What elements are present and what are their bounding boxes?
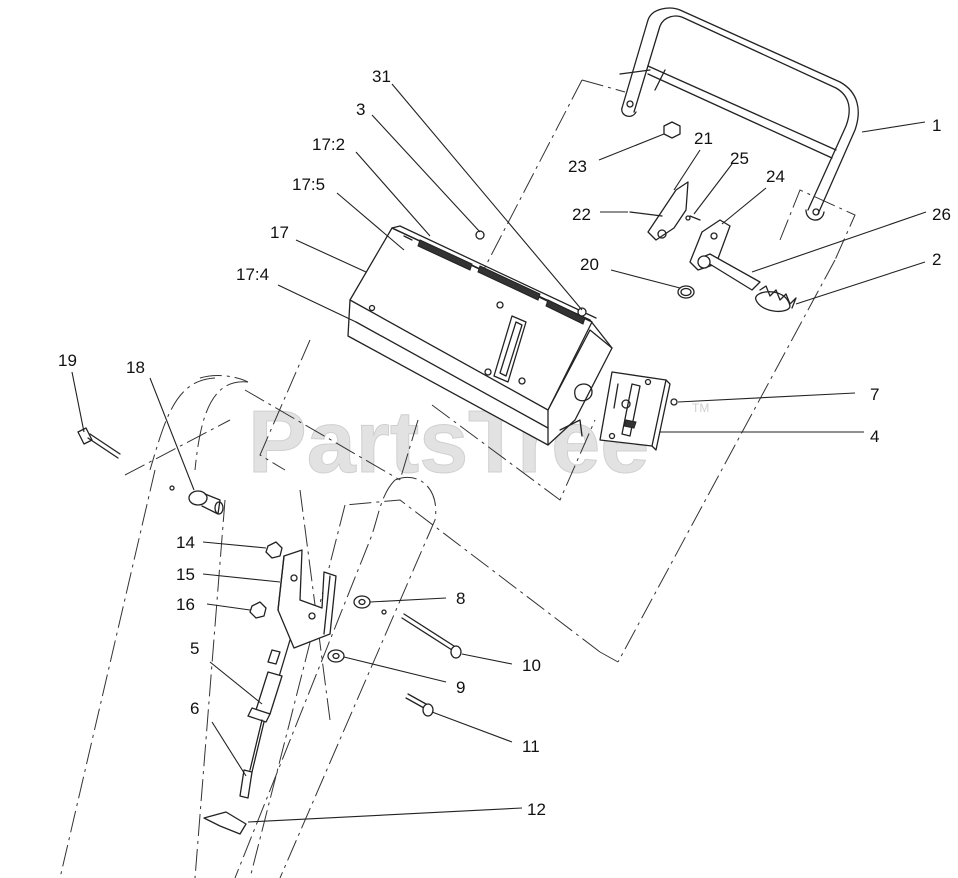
callout-17-5: 17:5 bbox=[292, 175, 325, 194]
callout-15: 15 bbox=[176, 565, 195, 584]
fasteners bbox=[327, 595, 462, 717]
callout-19: 19 bbox=[58, 351, 77, 370]
control-box bbox=[347, 225, 613, 446]
callout-10: 10 bbox=[522, 656, 541, 675]
callout-24: 24 bbox=[766, 167, 785, 186]
index-plate bbox=[599, 371, 671, 451]
leader-lines bbox=[71, 83, 927, 823]
callout-16: 16 bbox=[176, 595, 195, 614]
watermark-trademark: TM bbox=[692, 401, 709, 415]
callout-8: 8 bbox=[456, 589, 465, 608]
latch-mechanism bbox=[629, 121, 797, 312]
callout-21: 21 bbox=[694, 129, 713, 148]
callout-20: 20 bbox=[580, 255, 599, 274]
callout-3: 3 bbox=[356, 100, 365, 119]
callout-26: 26 bbox=[932, 205, 951, 224]
callout-17: 17 bbox=[270, 223, 289, 242]
bracket-15 bbox=[249, 541, 337, 649]
callout-6: 6 bbox=[190, 699, 199, 718]
screw-7 bbox=[670, 398, 678, 406]
cable-assembly bbox=[239, 639, 291, 799]
callout-23: 23 bbox=[568, 157, 587, 176]
callout-1: 1 bbox=[932, 116, 941, 135]
callout-14: 14 bbox=[176, 533, 195, 552]
callout-17-4: 17:4 bbox=[236, 265, 269, 284]
callout-17-2: 17:2 bbox=[312, 135, 345, 154]
callout-22: 22 bbox=[572, 205, 591, 224]
watermark-text: PartsTree bbox=[248, 392, 649, 491]
upper-handle bbox=[619, 7, 859, 221]
callout-7: 7 bbox=[870, 385, 879, 404]
callout-2: 2 bbox=[932, 250, 941, 269]
cable-clip bbox=[203, 811, 247, 835]
phantom-lines bbox=[59, 79, 856, 878]
callout-12: 12 bbox=[527, 800, 546, 819]
pivot-parts bbox=[77, 427, 224, 515]
callout-5: 5 bbox=[190, 639, 199, 658]
callout-31: 31 bbox=[372, 67, 391, 86]
callout-4: 4 bbox=[870, 427, 879, 446]
callout-labels: 1 2 3 4 5 6 7 8 9 10 11 12 14 15 16 17 1… bbox=[58, 67, 951, 819]
callout-25: 25 bbox=[730, 149, 749, 168]
callout-11: 11 bbox=[522, 737, 540, 756]
callout-18: 18 bbox=[126, 358, 145, 377]
callout-9: 9 bbox=[456, 678, 465, 697]
